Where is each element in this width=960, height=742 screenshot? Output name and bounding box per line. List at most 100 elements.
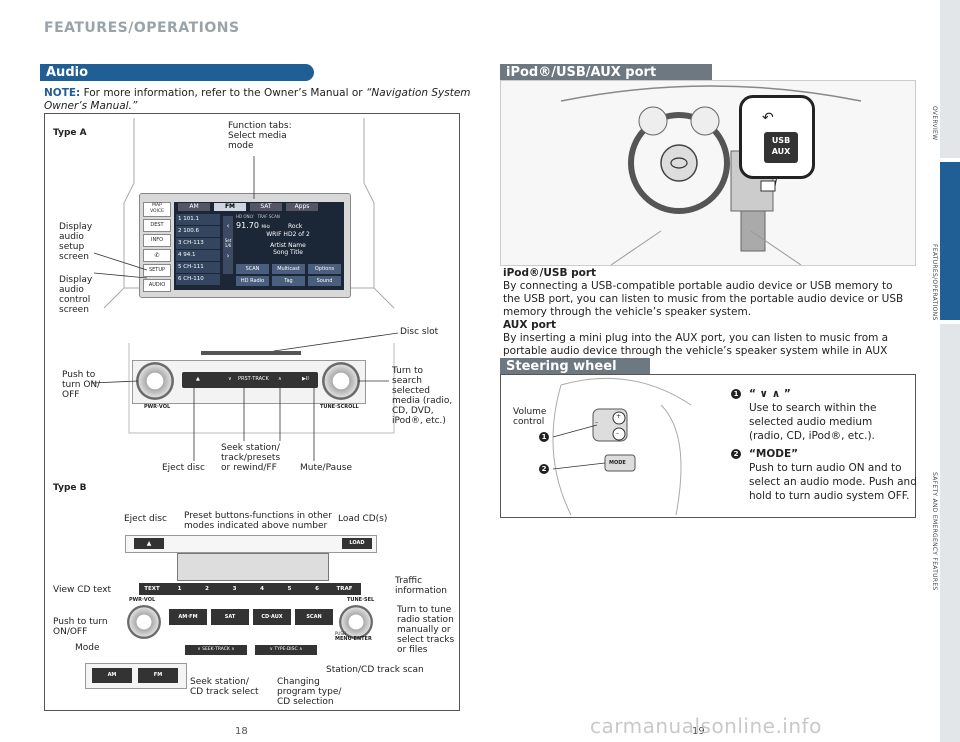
preset-button[interactable]: 3 [232,586,237,592]
switch-title: “MODE” [749,448,799,460]
dest-button[interactable]: DEST [143,219,171,232]
preset-label: 100.6 [183,228,199,234]
callout-seek-a: Seek station/ track/presets or rewind/FF [221,443,281,473]
screen-button[interactable]: HD Radio [236,276,269,286]
preset-item[interactable]: 1 101.1 [176,214,220,225]
preset-button[interactable]: 1 [177,586,182,592]
map-voice-button[interactable]: MAP VOICE [143,202,171,217]
preset-button[interactable]: 6 [315,586,319,592]
eject-icon[interactable]: ▲ [196,376,200,382]
menu-enter-label: MENU·ENTER [335,636,372,642]
steering-illustration [552,377,692,516]
preset-button[interactable]: 5 [287,586,292,592]
power-volume-knob[interactable] [136,362,174,400]
audio-button[interactable]: AUDIO [143,279,171,292]
am-fm-button[interactable]: AM·FM [169,609,207,625]
screen-tabs: AM FM SAT Apps [178,203,338,212]
callout-function-tabs: Function tabs: Select media mode [228,121,292,151]
volume-rocker[interactable]: – [595,419,598,426]
callout-disc-slot: Disc slot [400,327,439,337]
screen-button[interactable]: Sound [308,276,341,286]
screen-button[interactable]: Multicast [272,264,305,274]
preset-number: 3 [178,240,184,246]
tune-scroll-knob[interactable] [322,362,360,400]
type-disc-label: TYPE·DISC [274,647,298,652]
mode-switch[interactable]: MODE [609,460,626,466]
am-button[interactable]: AM [92,668,132,683]
preset-label: CH-110 [183,276,204,282]
tab-sat[interactable]: SAT [250,203,282,211]
page-number-left: 18 [235,726,248,737]
disc-slot [201,351,301,355]
fm-button[interactable]: FM [138,668,178,683]
callout-view-cd: View CD text [53,585,112,595]
preset-button[interactable]: 2 [205,586,209,592]
minus-icon[interactable]: – [616,430,619,437]
note-text: For more information, refer to the Owner… [80,87,366,99]
sat-button[interactable]: SAT [211,609,249,625]
note-italic: “Navigation System Owner’s Manual.” [44,87,471,112]
scan-button[interactable]: SCAN [295,609,333,625]
setup-button[interactable]: SETUP [143,264,171,277]
usb-aux-port[interactable]: USB AUX [764,132,798,163]
preset-item[interactable]: 2 100.6 [176,226,220,237]
power-volume-knob-b[interactable] [127,605,161,639]
tab-safety-label: SAFETY AND EMERGENCY FEATURES [931,472,938,591]
screen-button[interactable]: Tag [272,276,305,286]
preset-item[interactable]: 5 CH-111 [176,262,220,273]
screen-button[interactable]: SCAN [236,264,269,274]
tab-apps[interactable]: Apps [286,203,318,211]
note-label: NOTE: [44,87,81,99]
chevron-down-icon[interactable]: ∨ [228,376,232,382]
type-disc-button[interactable]: ∨ TYPE·DISC ∧ [255,645,317,655]
tab-overview[interactable] [940,0,960,158]
preset-row: TEXT 1 2 3 4 5 6 TRAF [139,583,361,595]
scroll-column: ‹ Set 1/6 › [223,216,233,274]
phone-icon: ✆ [154,252,160,259]
load-button[interactable]: LOAD [342,538,372,549]
callout-tune-manual: Turn to tune radio station manually or s… [397,605,455,655]
switch-description: Use to search within the selected audio … [749,402,877,442]
tune-scroll-label: TUNE·SCROLL [320,404,359,410]
chevron-up-icon[interactable]: ∧ [278,376,282,382]
tune-select-knob-b[interactable] [339,605,373,639]
phone-button[interactable]: ✆ [143,249,171,262]
cd-aux-button[interactable]: CD·AUX [253,609,291,625]
switch-description: Push to turn audio ON and to select an a… [749,462,917,502]
text-button[interactable]: TEXT [144,586,160,592]
audio-banner: Audio [40,64,314,81]
switch-title: “ ∨ ∧ ” [749,388,791,400]
head-unit-a: MAP VOICE DEST INFO ✆ SETUP AUDIO AM FM … [139,193,351,298]
plus-icon[interactable]: + [616,413,622,420]
tab-features[interactable] [940,162,960,320]
callout-turn-search: Turn to search selected media (radio, CD… [392,366,453,426]
usb-aux-callout: USB AUX ↶ [739,95,815,179]
eject-button-b[interactable]: ▲ [134,538,164,549]
info-button[interactable]: INFO [143,234,171,247]
steering-panel: – + – MODE Volume control 1 2 1“ ∨ ∧ ”Us… [500,374,917,518]
side-buttons: MAP VOICE DEST INFO ✆ SETUP AUDIO [143,202,171,292]
page-number-right: 19 [692,726,705,737]
tab-fm[interactable]: FM [214,203,246,211]
switch-badge: 1 [731,389,741,399]
callout-push-on-b: Push to turn ON/OFF [53,617,108,637]
preset-item[interactable]: 4 94.1 [176,250,220,261]
preset-label: 94.1 [183,252,196,258]
seek-track-button[interactable]: ∨ SEEK·TRACK ∧ [185,645,247,655]
callout-changing: Changing program type/ CD selection [277,677,342,707]
chevron-right-icon[interactable]: › [226,252,230,260]
traf-button[interactable]: TRAF [336,586,353,592]
chevron-left-icon[interactable]: ‹ [226,222,230,230]
ipod-description: iPod®/USB port By connecting a USB-compa… [503,267,913,371]
mute-icon[interactable]: ▶II [302,376,309,382]
badge-2: 2 [539,464,549,474]
preset-item[interactable]: 3 CH-113 [176,238,220,249]
preset-item[interactable]: 6 CH-110 [176,274,220,285]
tab-am[interactable]: AM [178,203,210,211]
tab-safety[interactable] [940,324,960,742]
preset-button[interactable]: 4 [260,586,264,592]
audio-panel [44,113,460,711]
switch-list: 1 “ ∨ ∧ ” Use to search within the selecte… [731,387,917,507]
screen-button[interactable]: Options [308,264,341,274]
